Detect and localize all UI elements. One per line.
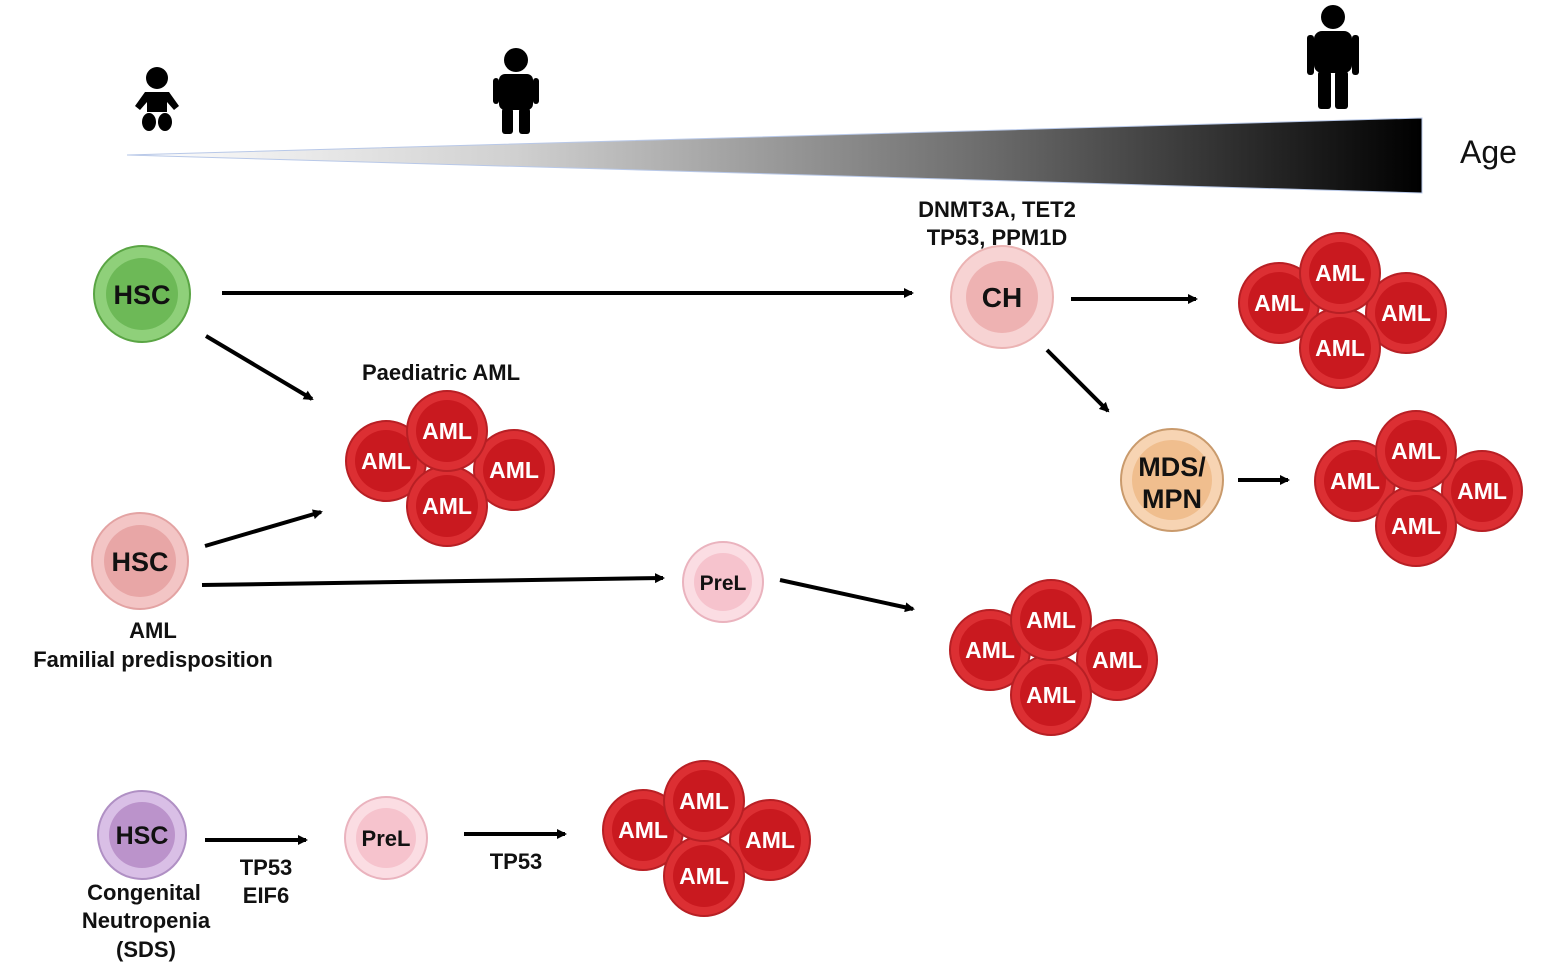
aml-cell-label: AML bbox=[422, 493, 472, 519]
arrow-hsc-pink-to-paediatric bbox=[204, 509, 323, 548]
child-icon bbox=[493, 48, 539, 134]
aml-cluster-familial: AML AML AML AML bbox=[949, 579, 1158, 736]
familial-label-line2: Familial predisposition bbox=[33, 647, 273, 672]
aml-cell-label: AML bbox=[1457, 478, 1507, 504]
mds-label-line2: MPN bbox=[1142, 484, 1202, 514]
ch-cell: CH bbox=[950, 245, 1054, 349]
aml-cell-label: AML bbox=[745, 827, 795, 853]
mds-label-line1: MDS/ bbox=[1138, 452, 1206, 482]
aml-cluster-ch: AML AML AML AML bbox=[1238, 232, 1447, 389]
arrow-ch-to-mds bbox=[1045, 348, 1110, 413]
aml-cell-label: AML bbox=[679, 863, 729, 889]
adult-icon bbox=[1307, 5, 1359, 109]
arrows bbox=[201, 288, 1290, 845]
aml-cell-label: AML bbox=[1315, 335, 1365, 361]
aml-cell-label: AML bbox=[965, 637, 1015, 663]
ch-mutations-line1: DNMT3A, TET2 bbox=[918, 197, 1076, 222]
aml-cluster-mds: AML AML AML AML bbox=[1314, 410, 1523, 567]
prel-familial-label: PreL bbox=[700, 572, 747, 595]
prel-cell-familial: PreL bbox=[682, 541, 764, 623]
hsc-purple-cell: HSC bbox=[97, 790, 187, 880]
age-label: Age bbox=[1460, 134, 1517, 170]
aml-cell-label: AML bbox=[1315, 260, 1365, 286]
arrow-hsc-to-paediatric bbox=[204, 334, 314, 401]
hsc-green-label: HSC bbox=[113, 280, 170, 310]
aml-cell-label: AML bbox=[489, 457, 539, 483]
tp53-eif6-line1: TP53 bbox=[240, 855, 293, 880]
hsc-pink-label: HSC bbox=[111, 547, 168, 577]
arrow-hsc-pink-to-prel bbox=[201, 573, 665, 587]
aml-cell-label: AML bbox=[1391, 438, 1441, 464]
aml-cell-label: AML bbox=[422, 418, 472, 444]
congenital-label-line2: Neutropenia bbox=[82, 908, 211, 933]
aml-cell-label: AML bbox=[1026, 682, 1076, 708]
aml-cell-label: AML bbox=[1381, 300, 1431, 326]
paediatric-aml-label: Paediatric AML bbox=[362, 360, 520, 385]
familial-label-line1: AML bbox=[129, 618, 177, 643]
aml-cell-label: AML bbox=[1391, 513, 1441, 539]
hsc-purple-label: HSC bbox=[116, 822, 169, 850]
ch-mutations-line2: TP53, PPM1D bbox=[927, 225, 1068, 250]
hsc-green-cell: HSC bbox=[93, 245, 191, 343]
aml-cell-label: AML bbox=[1026, 607, 1076, 633]
aml-cell-label: AML bbox=[361, 448, 411, 474]
aml-cell-label: AML bbox=[618, 817, 668, 843]
baby-icon bbox=[135, 67, 179, 131]
age-gradient-wedge bbox=[126, 117, 1423, 194]
congenital-label-line3: (SDS) bbox=[116, 937, 176, 962]
prel-congenital-label: PreL bbox=[362, 826, 411, 851]
aml-cell-label: AML bbox=[1254, 290, 1304, 316]
arrow-prel-to-aml bbox=[779, 578, 915, 613]
ch-label: CH bbox=[982, 282, 1022, 313]
hsc-pink-cell: HSC bbox=[91, 512, 189, 610]
tp53-eif6-line2: EIF6 bbox=[243, 883, 289, 908]
prel-cell-congenital: PreL bbox=[344, 796, 428, 880]
aml-cluster-paediatric: AML AML AML AML bbox=[345, 390, 555, 547]
aml-cell-label: AML bbox=[679, 788, 729, 814]
aml-cell-label: AML bbox=[1092, 647, 1142, 673]
aml-cell-label: AML bbox=[1330, 468, 1380, 494]
congenital-label-line1: Congenital bbox=[87, 880, 201, 905]
tp53-label: TP53 bbox=[490, 849, 543, 874]
aml-cluster-congenital: AML AML AML AML bbox=[602, 760, 811, 917]
mds-mpn-cell: MDS/ MPN bbox=[1120, 428, 1224, 532]
